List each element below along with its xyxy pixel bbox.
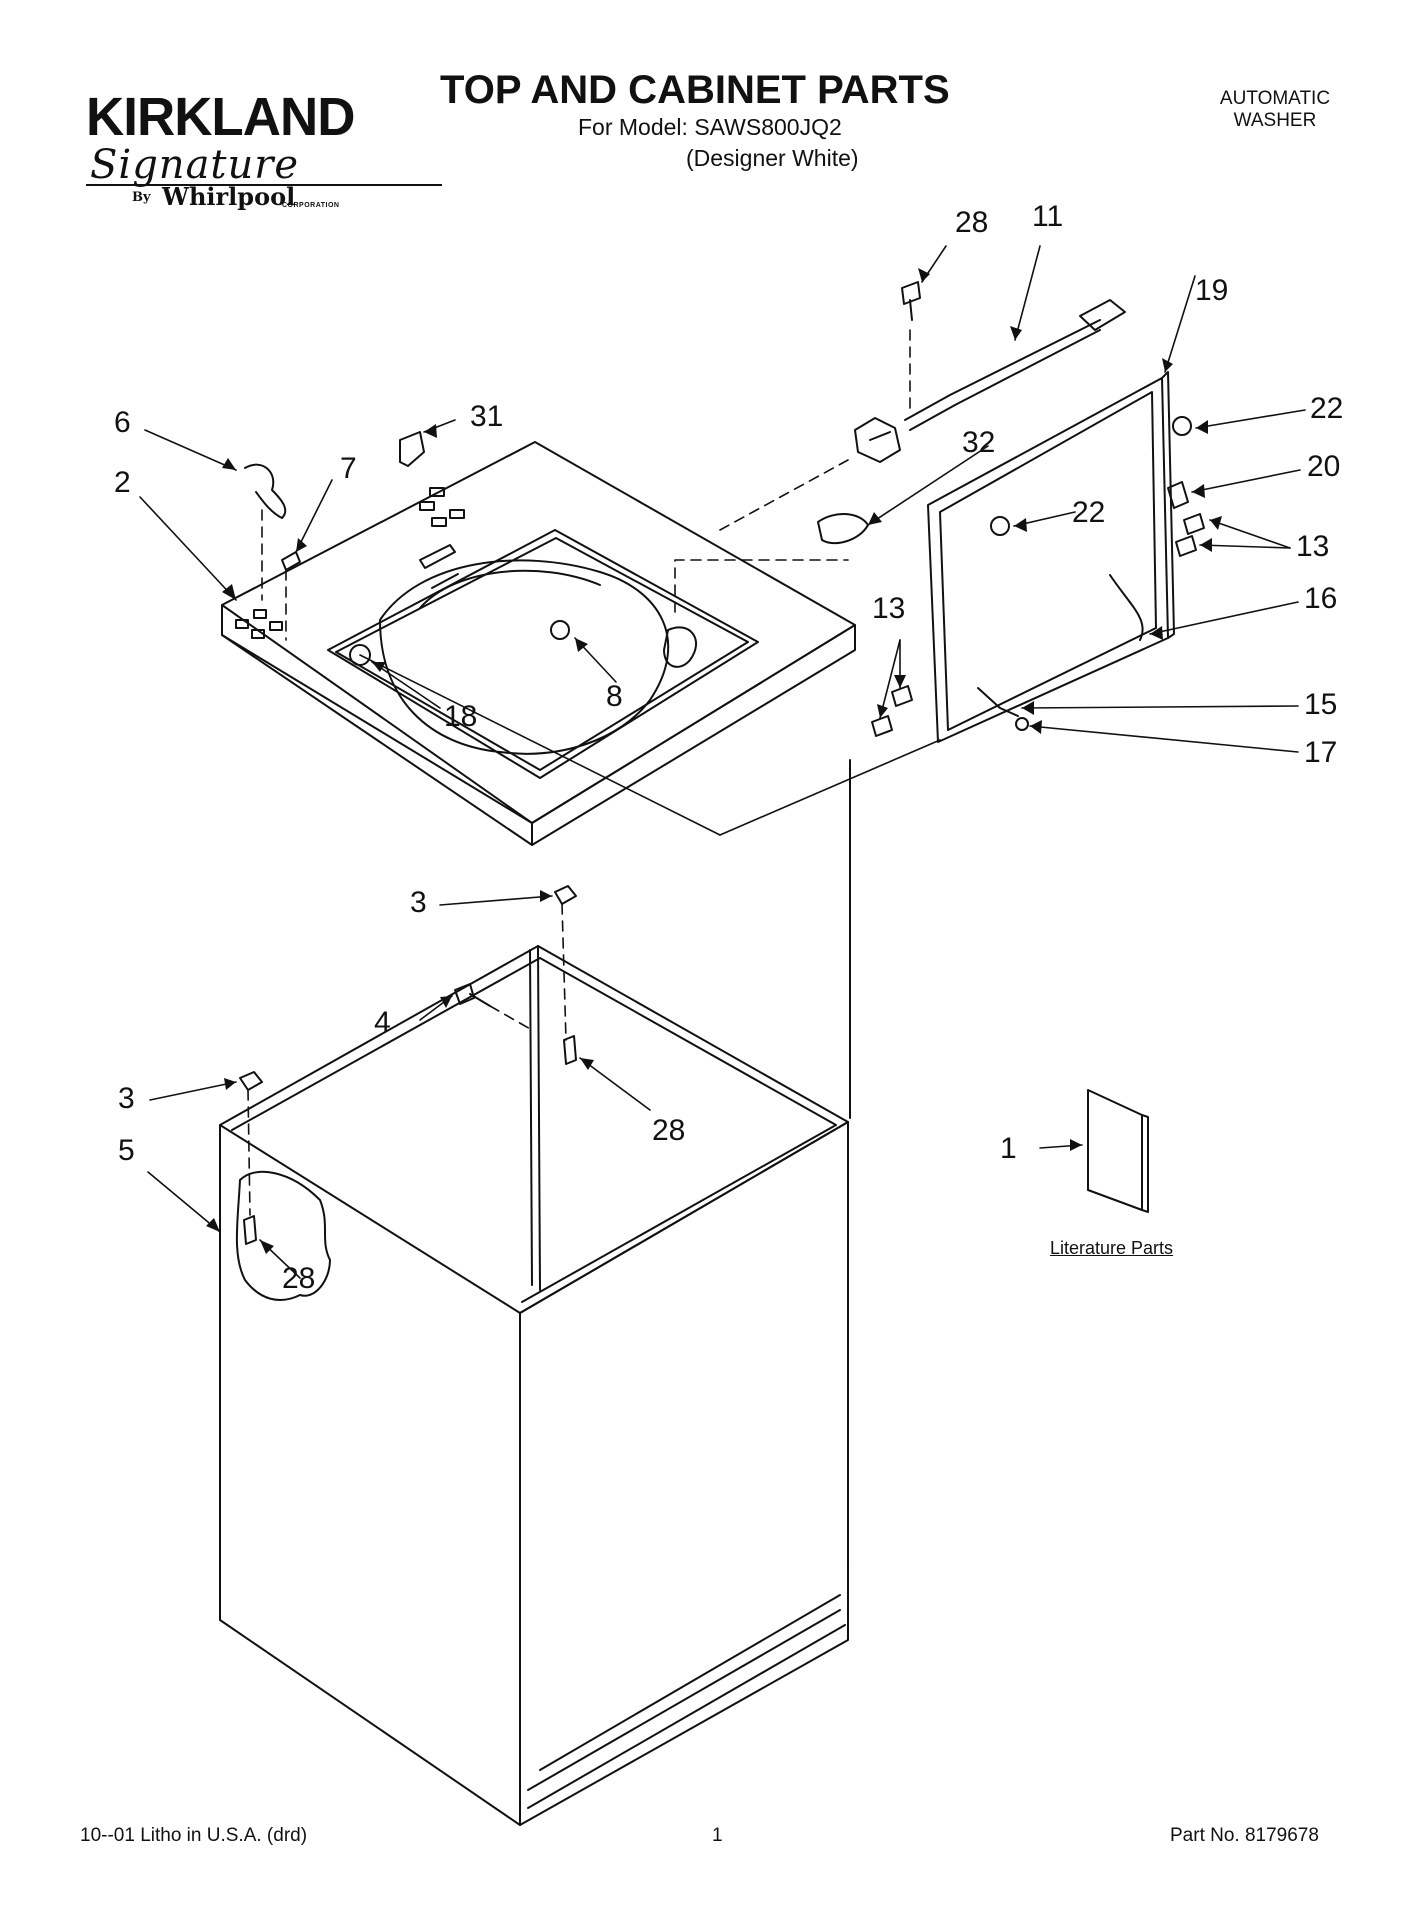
callout-label: 31 (470, 400, 503, 433)
brand-script: Signature (90, 142, 300, 188)
maker-corp: CORPORATION (282, 202, 340, 209)
page-title: TOP AND CABINET PARTS (440, 68, 950, 112)
model-variant: (Designer White) (686, 145, 859, 171)
brand-name: KIRKLAND (86, 87, 355, 147)
callout-label: 16 (1304, 582, 1337, 615)
literature-parts-label: Literature Parts (1050, 1238, 1174, 1258)
callout-label: 28 (282, 1262, 315, 1295)
maker-logo: Whirlpool (162, 182, 296, 211)
footer-part-number: Part No. 8179678 (1170, 1825, 1319, 1846)
callout-label: 32 (962, 426, 995, 459)
callout-labels: 28 11 19 22 20 22 13 13 16 15 17 6 31 2 … (114, 200, 1343, 1295)
callout-label: 6 (114, 406, 131, 439)
lid-switch-harness (854, 299, 1126, 463)
product-type: AUTOMATIC WASHER (1190, 88, 1360, 132)
callout-label: 7 (340, 452, 357, 485)
console-frame (927, 371, 1175, 743)
brand-logo: KIRKLAND Signature By Whirlpool CORPORAT… (86, 86, 446, 226)
callout-label: 22 (1310, 392, 1343, 425)
model-line: For Model: SAWS800JQ2 (578, 114, 842, 140)
brand-by: By (132, 190, 151, 205)
callout-label: 8 (606, 680, 623, 713)
callout-label: 17 (1304, 736, 1337, 769)
callout-label: 13 (1296, 530, 1329, 563)
product-type-line1: AUTOMATIC (1219, 88, 1331, 109)
callout-label: 18 (444, 700, 477, 733)
callout-label: 19 (1195, 274, 1228, 307)
callout-label: 2 (114, 466, 131, 499)
callout-label: 20 (1307, 450, 1340, 483)
callout-label: 1 (1000, 1132, 1017, 1165)
callout-label: 22 (1072, 496, 1105, 529)
brand-rule (86, 184, 442, 186)
footer-page-number: 1 (712, 1825, 723, 1846)
washer-top-panel (221, 441, 856, 846)
callout-label: 28 (652, 1114, 685, 1147)
callout-label: 28 (955, 206, 988, 239)
hardware-parts (239, 281, 1205, 1245)
callout-label: 11 (1032, 200, 1063, 233)
reference-lines (359, 654, 941, 836)
footer-litho: 10--01 Litho in U.S.A. (drd) (80, 1825, 308, 1846)
callout-label: 5 (118, 1134, 135, 1167)
callout-label: 4 (374, 1006, 391, 1039)
callout-label: 3 (410, 886, 427, 919)
callout-label: 15 (1304, 688, 1337, 721)
callout-label: 13 (872, 592, 905, 625)
product-type-line2: WASHER (1233, 110, 1317, 131)
callout-label: 3 (118, 1082, 135, 1115)
arrowheads (206, 268, 1222, 1254)
callout-leaders (139, 245, 1306, 1279)
assembly-lines (247, 329, 911, 1216)
washer-cabinet (219, 759, 851, 1826)
